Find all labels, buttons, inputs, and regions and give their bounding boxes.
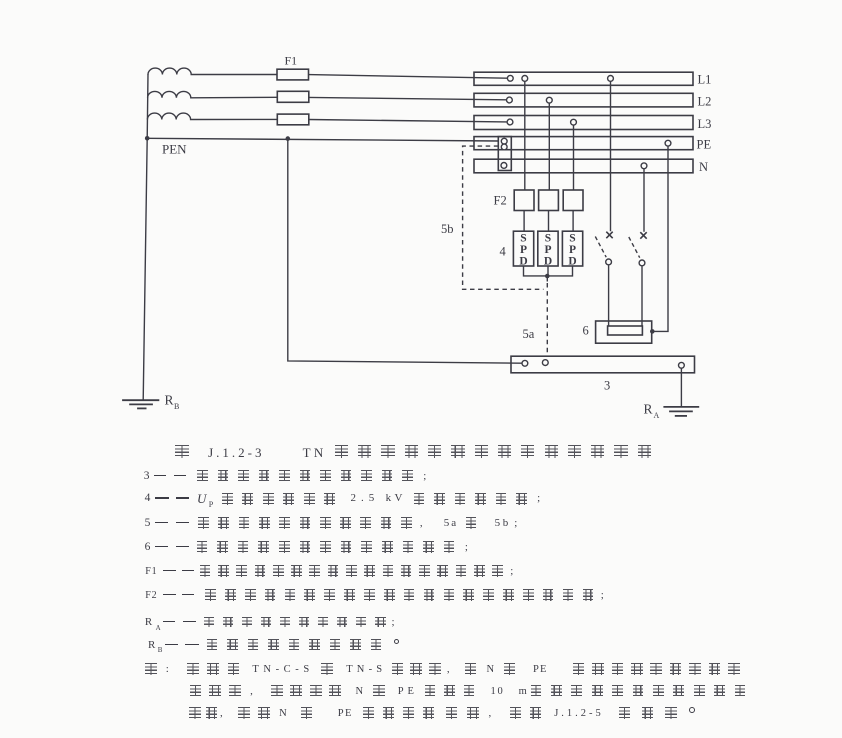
svg-text:R: R bbox=[644, 402, 653, 417]
svg-text:D: D bbox=[519, 256, 527, 268]
svg-text:A: A bbox=[654, 411, 660, 420]
svg-text:P: P bbox=[569, 244, 576, 256]
svg-text:6: 6 bbox=[583, 324, 589, 338]
svg-text:4: 4 bbox=[500, 245, 507, 259]
svg-text:S: S bbox=[569, 233, 575, 245]
svg-text:D: D bbox=[568, 256, 576, 268]
svg-text:5a: 5a bbox=[523, 327, 535, 341]
svg-text:5b: 5b bbox=[441, 222, 454, 236]
svg-text:N: N bbox=[699, 160, 708, 174]
svg-text:R: R bbox=[165, 393, 174, 408]
svg-text:S: S bbox=[545, 233, 551, 245]
svg-text:B: B bbox=[174, 402, 179, 411]
svg-text:3: 3 bbox=[604, 379, 610, 393]
svg-text:L3: L3 bbox=[698, 117, 712, 131]
svg-text:P: P bbox=[544, 244, 551, 256]
svg-text:D: D bbox=[544, 256, 552, 268]
svg-text:F1: F1 bbox=[285, 54, 298, 68]
svg-text:PEN: PEN bbox=[162, 142, 187, 157]
svg-text:F2: F2 bbox=[494, 194, 507, 208]
svg-text:L1: L1 bbox=[698, 73, 712, 87]
svg-text:L2: L2 bbox=[698, 95, 712, 109]
svg-text:S: S bbox=[520, 233, 526, 245]
svg-text:P: P bbox=[520, 244, 527, 256]
svg-text:PE: PE bbox=[697, 138, 712, 152]
